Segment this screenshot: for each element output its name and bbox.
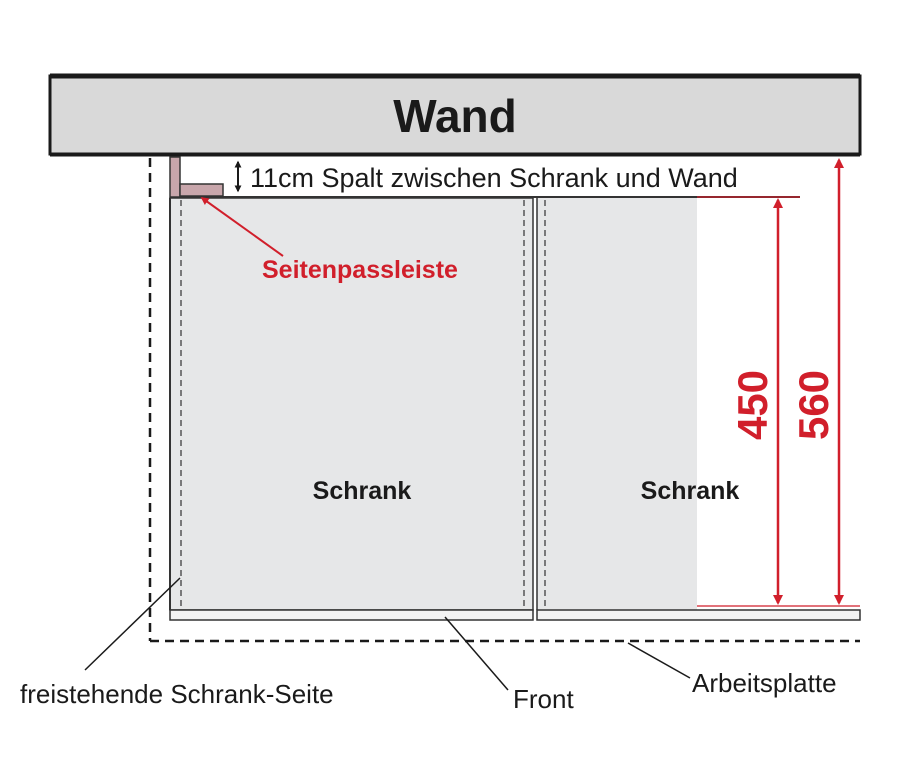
dimension-outer-label: 560 bbox=[790, 370, 837, 440]
front-panel bbox=[169, 609, 861, 621]
freestanding-side-leader bbox=[84, 577, 181, 671]
worktop-label: Arbeitsplatte bbox=[692, 668, 837, 698]
cabinet-right-label: Schrank bbox=[641, 477, 740, 505]
freestanding-side-label: freistehende Schrank-Seite bbox=[20, 679, 334, 709]
cabinet-left-label: Schrank bbox=[313, 477, 412, 505]
worktop-outline bbox=[148, 158, 860, 643]
dimension-inner-label: 450 bbox=[729, 370, 776, 440]
dimension-450: 450 bbox=[729, 198, 783, 605]
side-filler-strip bbox=[169, 156, 224, 198]
front-label: Front bbox=[513, 684, 574, 714]
gap-dimension: 11cm Spalt zwischen Schrank und Wand bbox=[234, 160, 738, 193]
filler-pointer-arrow bbox=[200, 197, 284, 257]
dimension-560: 560 bbox=[790, 158, 844, 605]
front-leader bbox=[444, 616, 509, 691]
filler-label: Seitenpassleiste bbox=[262, 256, 458, 284]
worktop-leader bbox=[627, 642, 691, 679]
cabinet-right: Schrank bbox=[536, 198, 740, 610]
gap-label: 11cm Spalt zwischen Schrank und Wand bbox=[250, 163, 738, 193]
wall: Wand bbox=[48, 73, 862, 157]
wall-label: Wand bbox=[393, 90, 517, 142]
